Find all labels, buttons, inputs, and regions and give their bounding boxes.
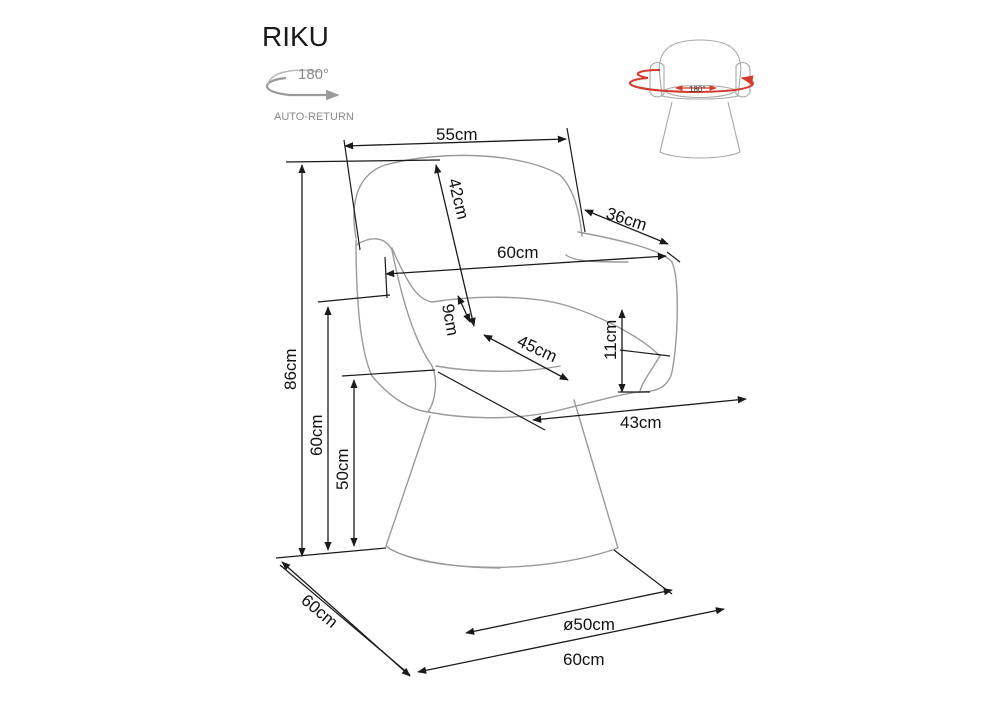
rotation-thumbnail: 180° [629, 39, 754, 159]
product-title: RIKU [262, 21, 329, 52]
dim-label-base-diameter: ø50cm [563, 615, 615, 634]
dim-label-arm-span: 60cm [497, 243, 539, 262]
rotate-arrow-icon [266, 69, 340, 101]
dim-label-total-height: 86cm [281, 348, 300, 390]
rotation-badge: 180° AUTO-RETURN [266, 66, 354, 123]
dim-label-base-width: 60cm [563, 650, 605, 669]
rotation-caption: AUTO-RETURN [274, 111, 354, 123]
rotation-degrees: 180° [298, 66, 329, 83]
dim-label-seat-thickness: 9cm [438, 302, 462, 337]
extension-lines [275, 127, 681, 676]
dim-label-width-top: 55cm [436, 125, 478, 144]
dim-label-base-depth: 60cm [297, 591, 341, 632]
dim-label-arm-top-height: 60cm [307, 414, 326, 456]
chair-drawing [353, 154, 678, 569]
dim-label-arm-height: 11cm [601, 320, 620, 360]
dim-label-seat-height: 50cm [333, 448, 352, 490]
dim-label-back-height: 42cm [444, 176, 472, 221]
dim-label-seat-width: 43cm [620, 413, 662, 432]
dim-label-seat-depth: 45cm [514, 331, 560, 366]
thumbnail-rotation-label: 180° [689, 85, 706, 94]
dim-label-armrest-depth: 36cm [604, 204, 649, 235]
dimension-lines [281, 135, 747, 677]
